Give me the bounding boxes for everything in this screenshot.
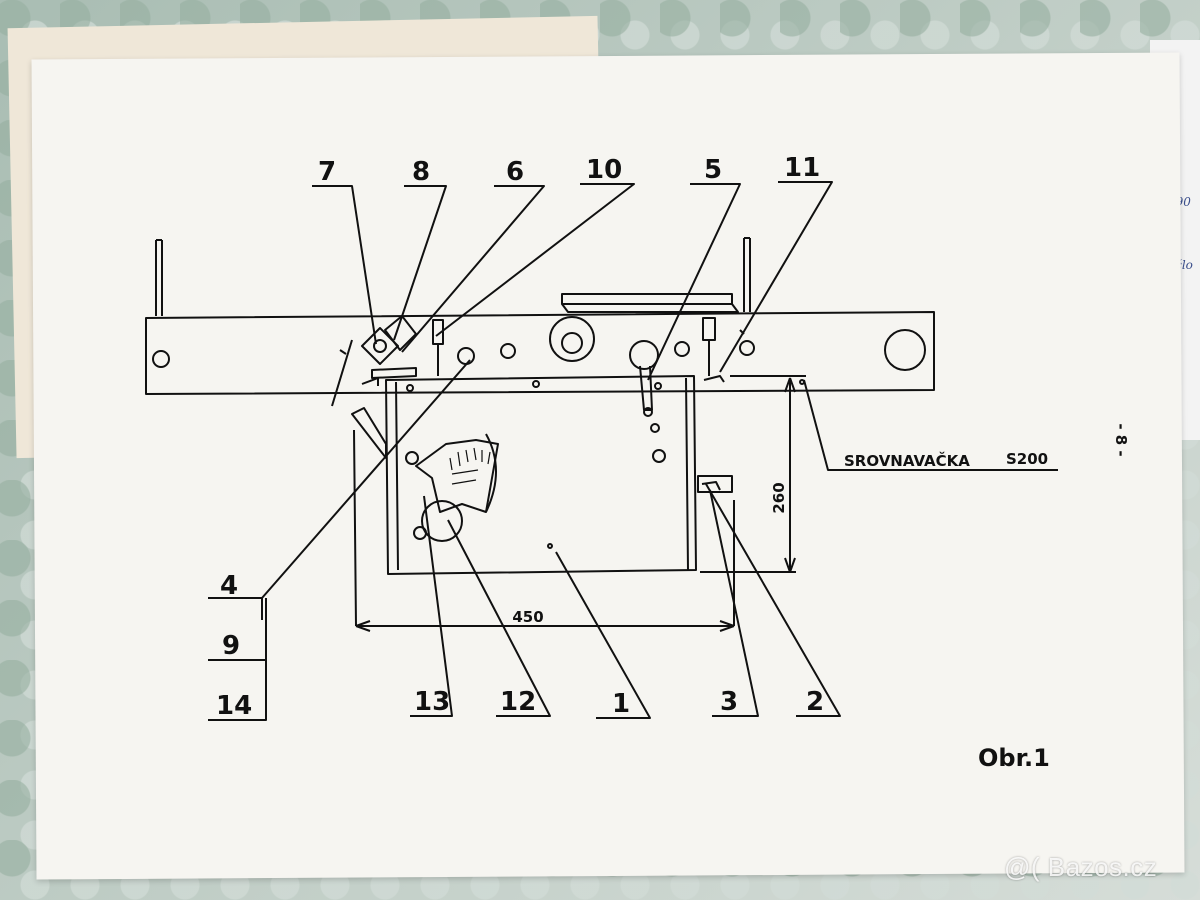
label-6: 6 [506,157,524,187]
label-4: 4 [220,571,238,601]
dimension-450 [353,429,735,627]
top-table-plate [561,293,733,305]
label-2: 2 [806,687,824,717]
machine-name: SROVNAVAČKA [844,451,970,470]
watermark: @( Bazos.cz [1004,852,1158,882]
label-7: 7 [318,157,336,187]
figure-label: Obr.1 [978,744,1050,772]
main-beam [145,311,935,395]
right-post [743,237,751,312]
machine-body [385,375,697,575]
label-1: 1 [612,689,630,719]
label-13: 13 [414,687,450,717]
label-9: 9 [222,631,240,661]
label-8: 8 [412,157,430,187]
label-12: 12 [500,687,536,717]
label-3: 3 [720,687,738,717]
machine-model: S200 [1006,450,1048,468]
label-14: 14 [216,691,252,721]
left-post [155,239,163,316]
tilt-scale [415,439,499,513]
page-number: - 8 - [1112,423,1130,456]
dimension-260-label: 260 [770,482,788,513]
label-5: 5 [704,155,722,185]
dimension-260 [700,375,806,573]
dimension-450-label: 450 [512,608,543,626]
label-11: 11 [784,153,820,183]
fence-block-7 [361,327,399,365]
label-10: 10 [586,155,622,185]
